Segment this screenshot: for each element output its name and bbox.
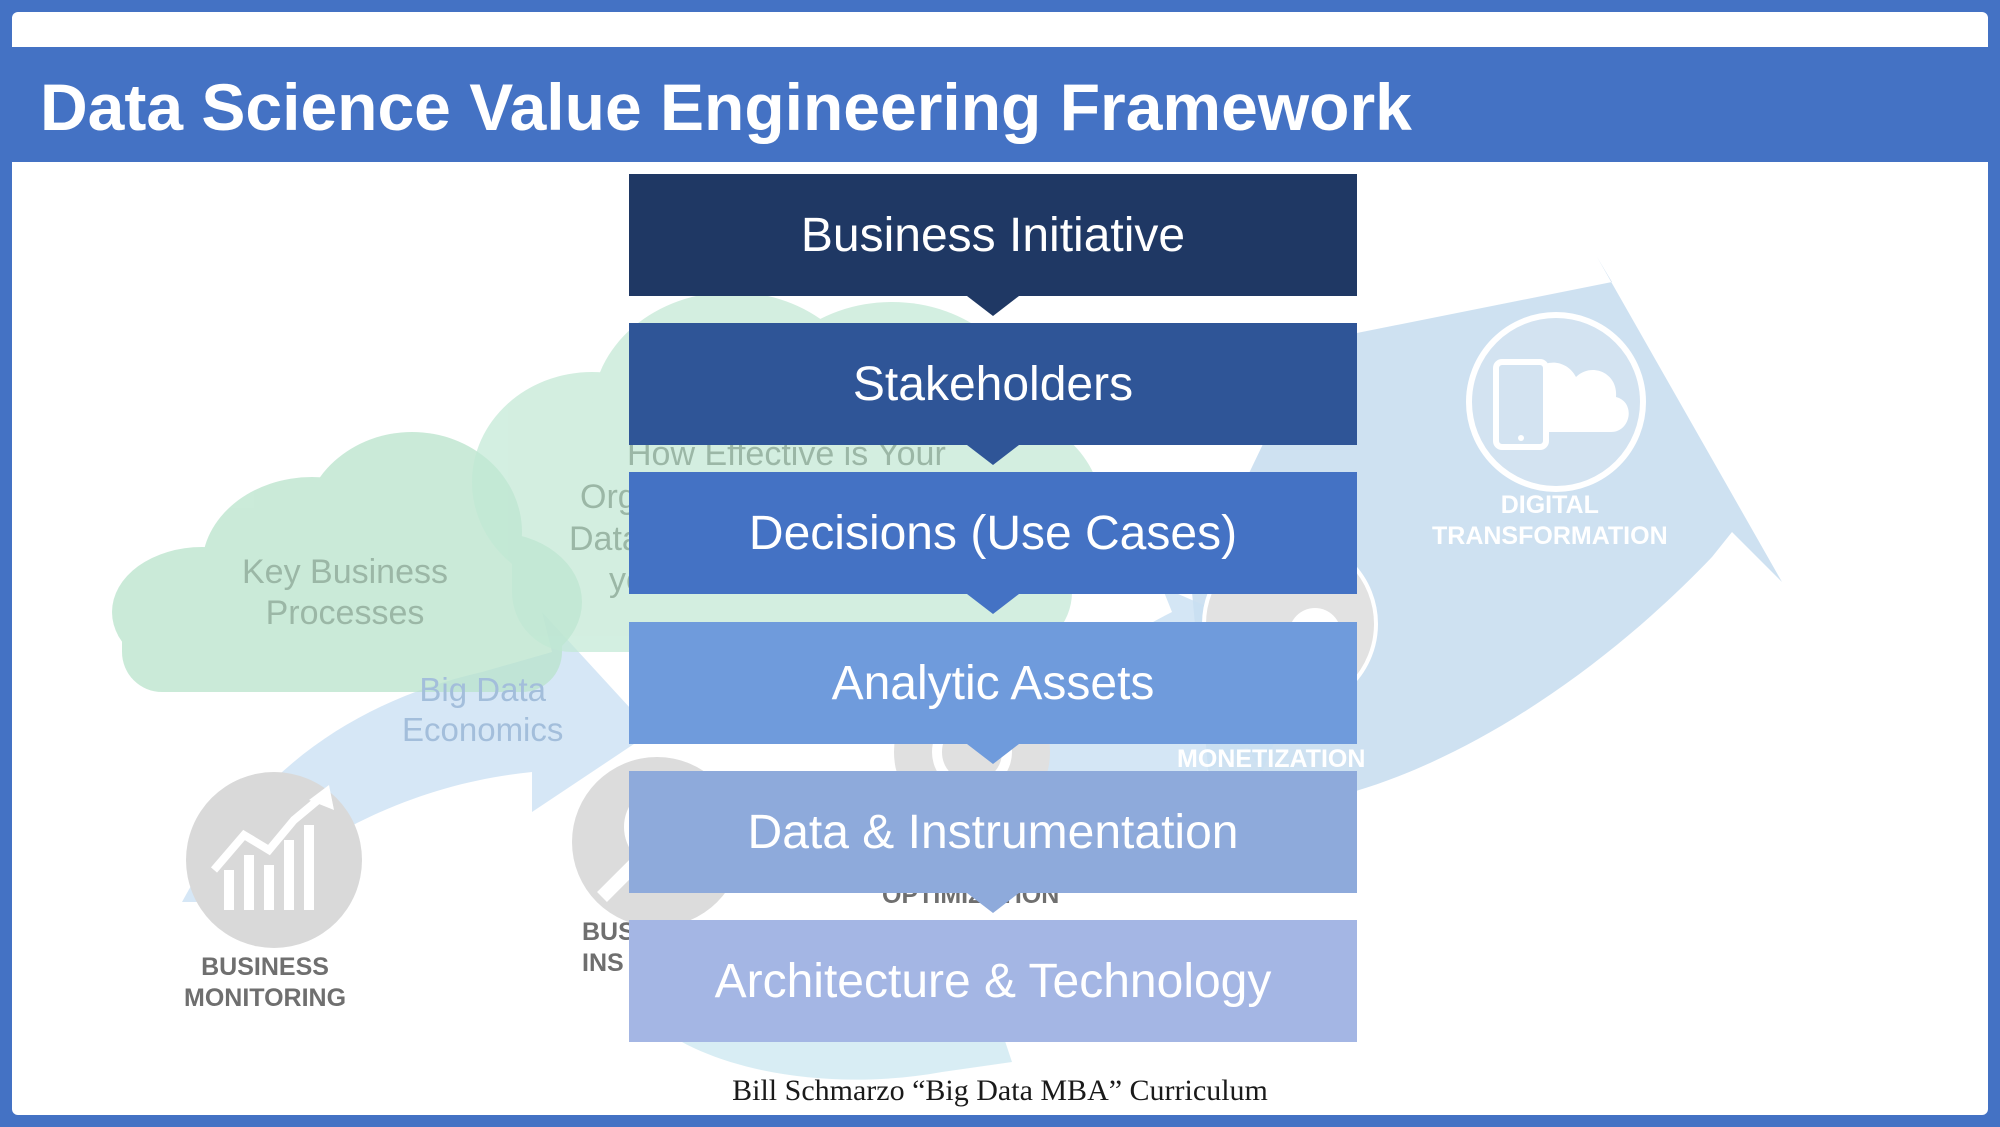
block-label: Decisions (Use Cases) <box>748 506 1238 560</box>
block-label: Stakeholders <box>852 357 1134 411</box>
cloud-left-label: Key Business Processes <box>242 553 448 632</box>
block-label: Architecture & Technology <box>714 954 1272 1008</box>
cloud-center-line-3: Data <box>569 520 641 558</box>
cloud-center-line-2: Org <box>580 478 637 516</box>
block-analytic-assets: Analytic Assets <box>629 622 1357 764</box>
slide-title: Data Science Value Engineering Framework <box>40 70 1412 144</box>
block-label: Business Initiative <box>800 208 1186 262</box>
block-label: Data & Instrumentation <box>747 805 1239 859</box>
trend-chart-icon <box>186 772 362 948</box>
block-decisions: Decisions (Use Cases) <box>629 472 1357 614</box>
business-monitoring-caption: BUSINESS MONITORING <box>184 953 347 1012</box>
title-bar: Data Science Value Engineering Framework <box>12 47 1988 162</box>
digital-transformation-caption: DIGITAL TRANSFORMATION <box>1432 491 1668 550</box>
big-data-economics-label: Big Data Economics <box>402 671 564 748</box>
block-stakeholders: Stakeholders <box>629 323 1357 465</box>
block-architecture-technology: Architecture & Technology <box>629 920 1357 1042</box>
monetization-caption: MONETIZATION <box>1177 745 1366 773</box>
curriculum-credit: Bill Schmarzo “Big Data MBA” Curriculum <box>732 1074 1268 1107</box>
slide: Key Business Processes How Effective is … <box>12 12 1988 1115</box>
block-label: Analytic Assets <box>831 656 1155 710</box>
business-insights-caption: BUS INS <box>582 918 635 977</box>
block-business-initiative: Business Initiative <box>629 174 1357 316</box>
block-data-instrumentation: Data & Instrumentation <box>629 771 1357 913</box>
mobile-cloud-icon <box>1466 312 1646 492</box>
